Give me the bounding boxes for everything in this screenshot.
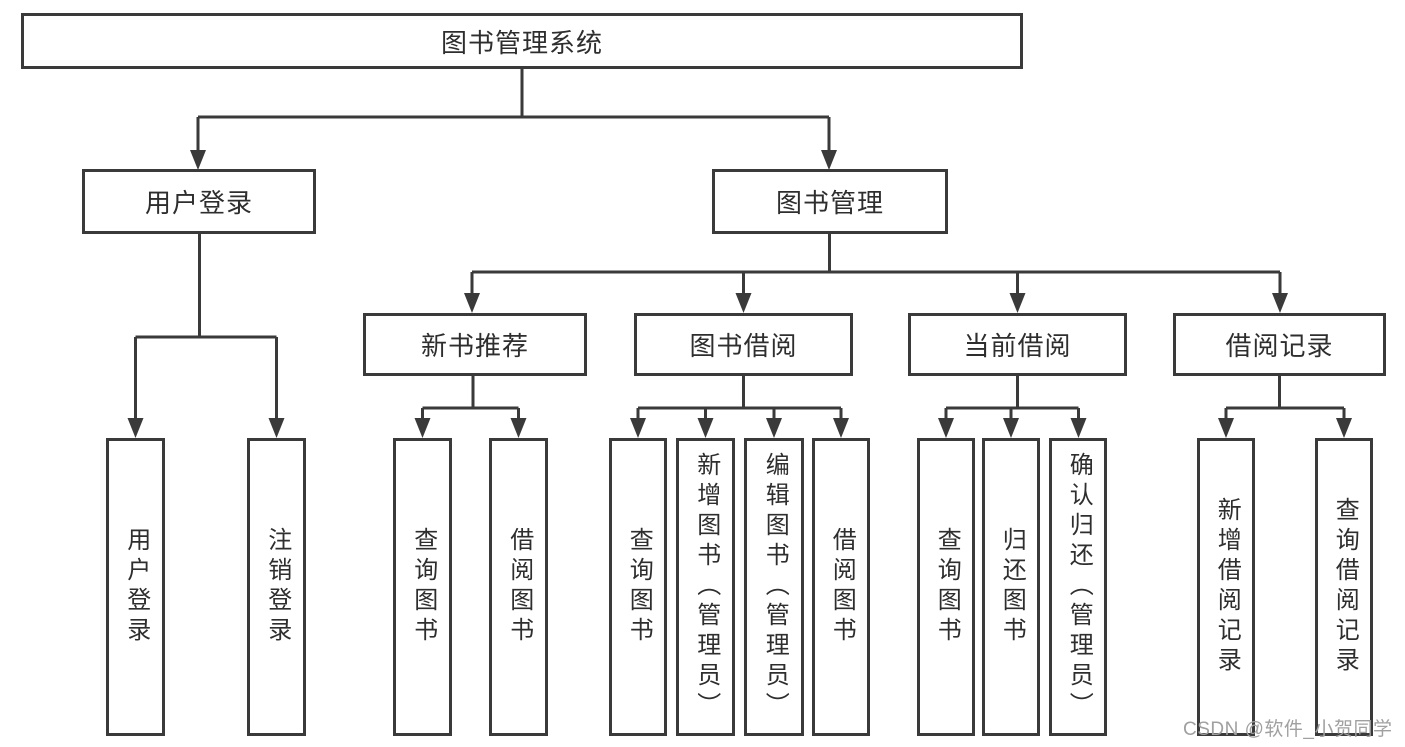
leaf-query-book-3-label: 查询图书 [933,527,961,647]
node-new-book-recommend: 新书推荐 [363,313,587,376]
leaf-add-book-admin: 新增图书（管理员） [676,438,735,736]
leaf-borrow-book-1: 借阅图书 [489,438,548,736]
leaf-add-book-admin-label: 新增图书（管理员） [692,452,720,722]
node-user-login-label: 用户登录 [144,188,253,218]
edge-user-login [134,234,278,420]
leaf-query-borrow-record: 查询借阅记录 [1315,438,1373,736]
node-current-borrow: 当前借阅 [908,313,1127,376]
arrowheads [127,150,1352,438]
leaf-logout-label: 注销登录 [263,527,291,647]
watermark: CSDN @软件_小贺同学 [1183,719,1393,740]
node-borrow-record-label: 借阅记录 [1225,331,1334,361]
leaf-user-login: 用户登录 [106,438,165,736]
leaf-query-book-2-label: 查询图书 [625,527,653,647]
node-book-management: 图书管理 [712,169,948,234]
edge-borrow-record [1224,376,1346,420]
node-borrow-record: 借阅记录 [1173,313,1386,376]
node-new-book-recommend-label: 新书推荐 [420,331,529,361]
edge-book-management [470,234,1282,295]
leaf-logout: 注销登录 [247,438,306,736]
leaf-user-login-label: 用户登录 [122,527,150,647]
edge-book-borrow [636,376,843,420]
edge-new-book [421,376,520,420]
leaf-borrow-book-2-label: 借阅图书 [828,527,856,647]
leaf-return-book: 归还图书 [982,438,1040,736]
leaf-query-book-2: 查询图书 [609,438,667,736]
node-book-management-label: 图书管理 [775,188,884,218]
leaf-add-borrow-record-label: 新增借阅记录 [1213,497,1241,677]
node-book-borrow-label: 图书借阅 [689,331,798,361]
node-user-login: 用户登录 [82,169,316,234]
leaf-return-book-label: 归还图书 [998,527,1026,647]
leaf-edit-book-admin-label: 编辑图书（管理员） [761,452,789,722]
edge-current-borrow [944,376,1080,420]
leaf-query-book-1: 查询图书 [393,438,452,736]
leaf-confirm-return-admin: 确认归还（管理员） [1049,438,1107,736]
leaf-edit-book-admin: 编辑图书（管理员） [744,438,804,736]
edge-root [196,69,831,152]
node-current-borrow-label: 当前借阅 [963,331,1072,361]
node-book-borrow: 图书借阅 [634,313,853,376]
node-root-system: 图书管理系统 [21,13,1023,69]
leaf-query-book-1-label: 查询图书 [409,527,437,647]
leaf-borrow-book-2: 借阅图书 [812,438,870,736]
leaf-query-borrow-record-label: 查询借阅记录 [1331,497,1359,677]
leaf-query-book-3: 查询图书 [917,438,975,736]
leaf-confirm-return-admin-label: 确认归还（管理员） [1065,452,1093,722]
leaf-borrow-book-1-label: 借阅图书 [505,527,533,647]
leaf-add-borrow-record: 新增借阅记录 [1197,438,1255,736]
node-root-label: 图书管理系统 [440,27,603,58]
